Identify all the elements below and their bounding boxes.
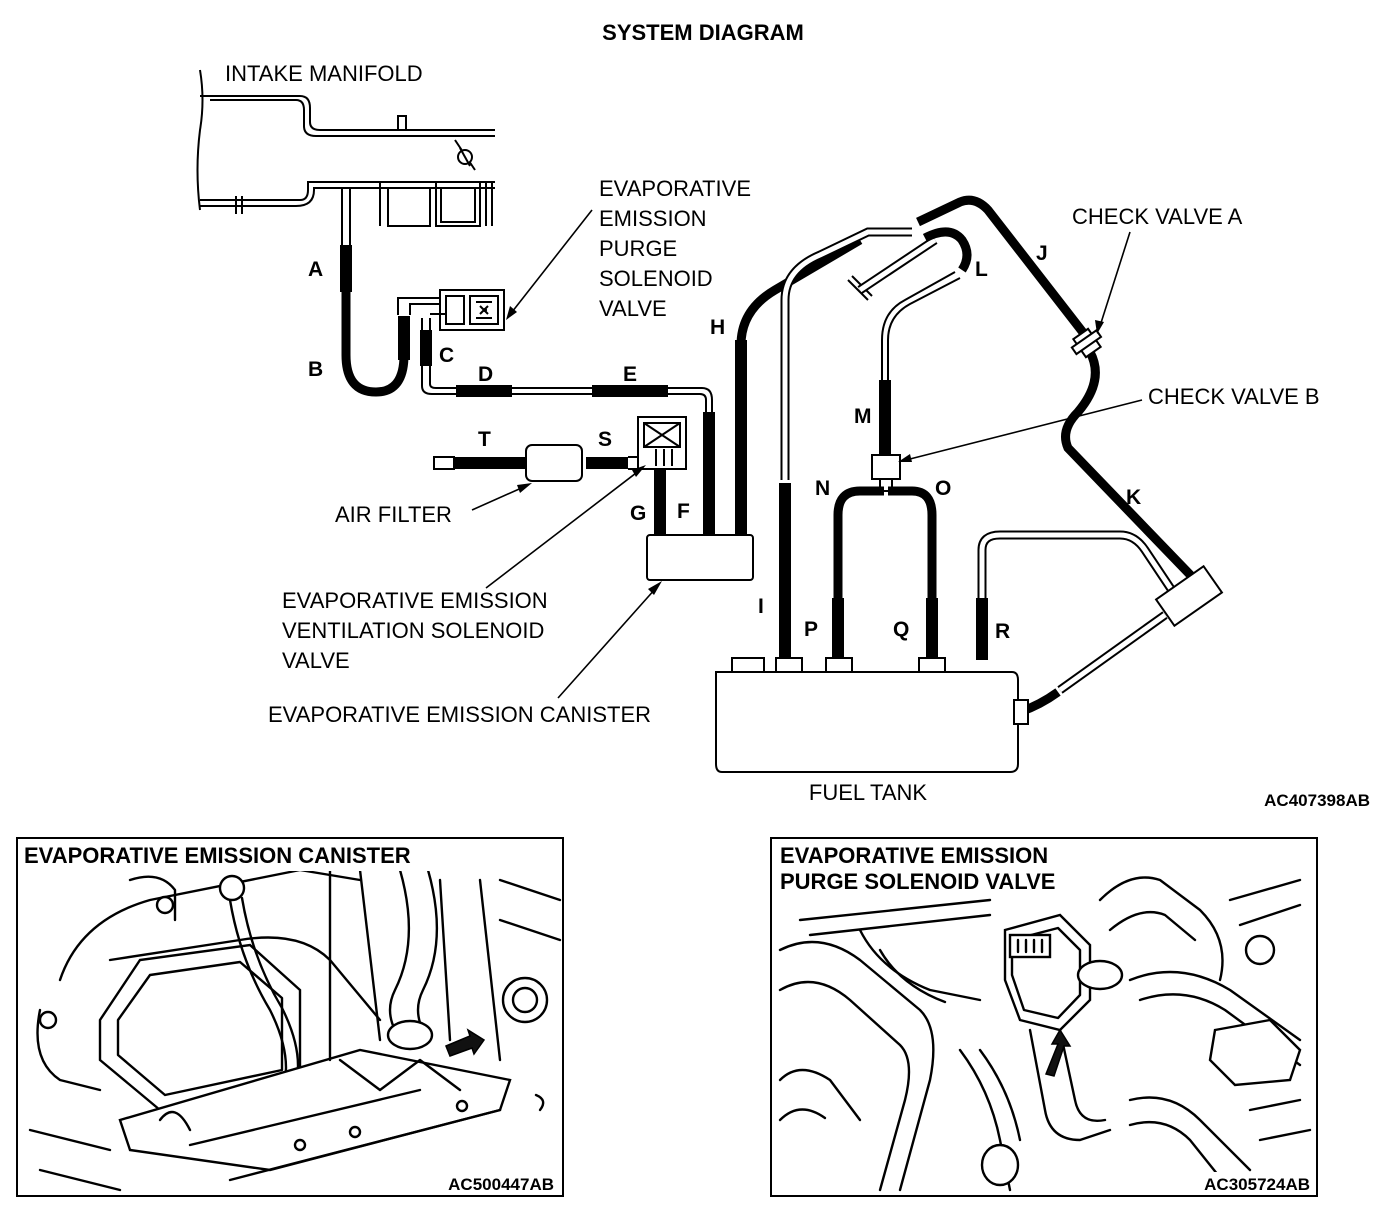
intake-manifold — [196, 69, 495, 227]
hose-n-o — [832, 486, 938, 658]
air-filter-label: AIR FILTER — [335, 502, 452, 527]
intake-manifold-label: INTAKE MANIFOLD — [225, 61, 423, 86]
purge-valve-label-5: VALVE — [599, 296, 667, 321]
hose-label-k: K — [1126, 486, 1141, 509]
canister-label: EVAPORATIVE EMISSION CANISTER — [268, 702, 651, 727]
ventilation-valve-label-1: EVAPORATIVE EMISSION — [282, 588, 548, 613]
hose-r — [976, 530, 1179, 660]
hose-label-i: I — [758, 595, 764, 618]
ventilation-valve-label-2: VENTILATION SOLENOID — [282, 618, 544, 643]
hose-label-r: R — [995, 620, 1010, 643]
hose-l-m — [871, 227, 972, 492]
hose-label-t: T — [478, 428, 491, 451]
system-diagram: SYSTEM DIAGRAM INTAKE MANIFOLD — [196, 20, 1370, 810]
hose-label-n: N — [815, 477, 830, 500]
hose-label-f: F — [677, 500, 690, 523]
hose-label-q: Q — [893, 618, 909, 641]
hose-label-a: A — [308, 258, 323, 281]
canister-photo-code: AC500447AB — [448, 1175, 554, 1194]
hose-label-g: G — [630, 502, 646, 525]
purge-valve-photo-code: AC305724AB — [1204, 1175, 1310, 1194]
purge-valve-photo-illustration — [778, 875, 1312, 1192]
fuel-tank-label: FUEL TANK — [809, 780, 928, 805]
canister-photo-title: EVAPORATIVE EMISSION CANISTER — [24, 843, 411, 868]
fuel-tank — [715, 657, 1029, 773]
hose-a-b-c — [340, 188, 440, 397]
hose-label-e: E — [623, 363, 637, 386]
ventilation-solenoid-valve — [637, 416, 687, 536]
air-filter-line — [433, 444, 638, 482]
hose-d-e — [421, 366, 715, 536]
purge-valve-photo-title-2: PURGE SOLENOID VALVE — [780, 869, 1055, 894]
hose-label-p: P — [804, 618, 818, 641]
hose-label-c: C — [439, 344, 454, 367]
purge-valve-label-2: EMISSION — [599, 206, 707, 231]
purge-valve-label-1: EVAPORATIVE — [599, 176, 751, 201]
filler-neck — [1018, 564, 1224, 717]
hose-label-l: L — [975, 258, 988, 281]
hose-label-h: H — [710, 316, 725, 339]
purge-valve-photo-panel: EVAPORATIVE EMISSION PURGE SOLENOID VALV… — [770, 837, 1318, 1197]
purge-solenoid-valve — [420, 289, 505, 366]
hose-label-j: J — [1036, 242, 1048, 265]
hose-h-i-lines — [779, 227, 938, 660]
hose-label-m: M — [854, 405, 872, 428]
hose-label-d: D — [478, 363, 493, 386]
purge-valve-label-3: PURGE — [599, 236, 677, 261]
hose-label-s: S — [598, 428, 612, 451]
hose-label-o: O — [935, 477, 951, 500]
purge-valve-photo-title-1: EVAPORATIVE EMISSION — [780, 843, 1048, 868]
hose-label-b: B — [308, 358, 323, 381]
ventilation-valve-label-3: VALVE — [282, 648, 350, 673]
canister-photo-illustration — [28, 868, 562, 1192]
diagram-title: SYSTEM DIAGRAM — [602, 20, 804, 45]
purge-valve-label-4: SOLENOID — [599, 266, 713, 291]
hose-j-k — [916, 195, 1204, 589]
canister — [646, 534, 754, 581]
check-valve-a-label: CHECK VALVE A — [1072, 204, 1243, 229]
canister-photo-panel: EVAPORATIVE EMISSION CANISTER AC500447AB — [16, 837, 564, 1197]
check-valve-b-label: CHECK VALVE B — [1148, 384, 1320, 409]
diagram-code: AC407398AB — [1264, 791, 1370, 810]
